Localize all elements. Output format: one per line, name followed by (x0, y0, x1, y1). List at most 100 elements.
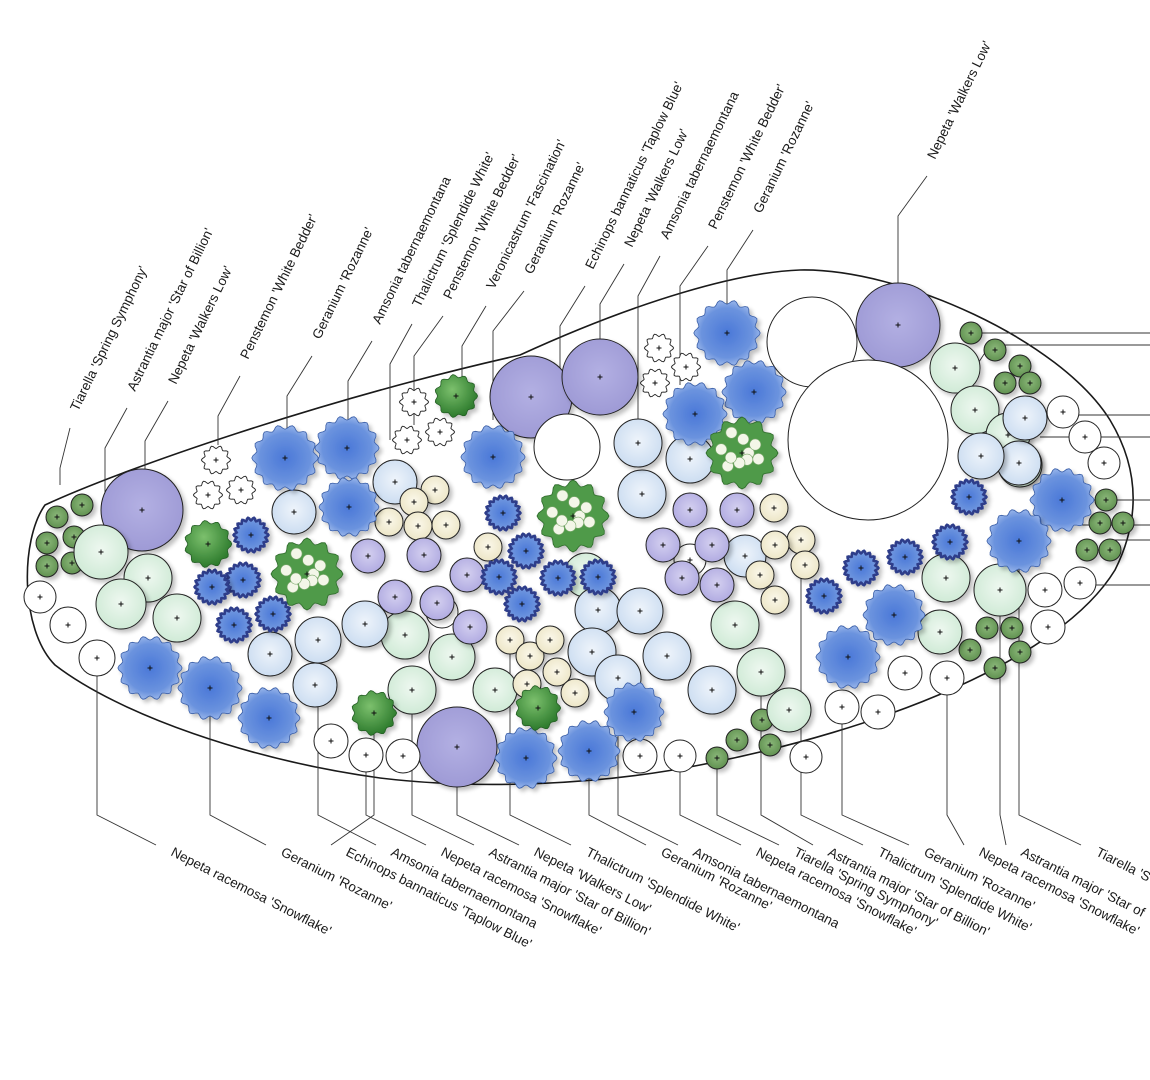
plant-astrantia (917, 609, 963, 655)
plant-tiarella (958, 638, 982, 662)
plant-amsonia (613, 418, 663, 468)
plant-penstemon (931, 523, 969, 561)
plant-tiarella (1008, 354, 1032, 378)
plant-amsonia (294, 616, 342, 664)
plant-tiarella (758, 733, 782, 757)
leader-line (365, 755, 427, 846)
plant-amsonia (957, 432, 1005, 480)
plant-thalictrum (760, 585, 790, 615)
plant-thalictrum (745, 560, 775, 590)
plant-label-bottom: Tiarella 'S (1094, 844, 1150, 884)
plant-astrantia (73, 524, 129, 580)
leader-line (726, 229, 754, 320)
plant-thalictrum (535, 625, 565, 655)
plant-penstemon (886, 538, 924, 576)
plant-penstemon (539, 559, 577, 597)
plant-amsonia (1002, 395, 1048, 441)
plant-amsonia (292, 662, 338, 708)
plant-amsonia (642, 631, 692, 681)
plant-astrantia (736, 647, 786, 697)
plant-astrantia (929, 342, 981, 394)
plant-thalictrum (542, 657, 572, 687)
plant-astrantia (387, 665, 437, 715)
leader-line (800, 540, 864, 846)
plant-tiarella (1111, 511, 1135, 535)
plant-tiarella (975, 616, 999, 640)
plant-penstemon (232, 516, 270, 554)
leader-line (946, 678, 965, 846)
plant-snowflake (1030, 609, 1066, 645)
plant-geranium (177, 656, 243, 720)
plant-hole (787, 359, 949, 521)
plant-echinops (515, 685, 562, 731)
leader-line (411, 690, 475, 846)
plant-penstemon (484, 494, 522, 532)
plant-thalictrum (560, 678, 590, 708)
plant-echinops (434, 374, 479, 418)
plant-thalictrum (759, 493, 789, 523)
leader-line (347, 340, 373, 430)
plant-veron (419, 585, 455, 621)
plant-thalictrum (515, 641, 545, 671)
plant-penstemon (950, 478, 988, 516)
leader-line (389, 323, 413, 440)
plant-veron (699, 567, 735, 603)
plant-astrantia (380, 610, 430, 660)
plant-geranium (815, 625, 881, 689)
plant-veronicastrum (705, 416, 779, 490)
plant-whitebedder (670, 352, 702, 382)
plant-geranium (318, 477, 380, 537)
plant-snowflake (622, 738, 658, 774)
plant-snowflake (663, 739, 697, 773)
plant-veron (672, 492, 708, 528)
plant-snowflake (824, 689, 860, 725)
plant-amsonia (687, 665, 737, 715)
leader-line (679, 756, 742, 846)
plant-thalictrum (760, 530, 790, 560)
plant-amsonia (271, 489, 317, 535)
plant-whitebedder (391, 425, 423, 455)
plant-penstemon (507, 532, 545, 570)
plant-label-top: Nepeta 'Walkers Low' (924, 39, 994, 162)
plant-veronicastrum (536, 479, 610, 553)
leader-line (317, 685, 377, 846)
plant-astrantia (428, 633, 476, 681)
plant-tiarella (959, 321, 983, 345)
plant-astrantia (766, 687, 812, 733)
plant-whitebedder (639, 368, 671, 398)
leader-line (217, 375, 241, 445)
plant-amsonia (574, 586, 622, 634)
plant-astrantia (152, 593, 202, 643)
plant-nepeta (855, 282, 941, 368)
plant-snowflake (860, 694, 896, 730)
plant-amsonia (616, 587, 664, 635)
plant-amsonia (617, 469, 667, 519)
plant-veron (694, 527, 730, 563)
plant-veron (645, 527, 681, 563)
plant-thalictrum (374, 507, 404, 537)
plant-snowflake (929, 660, 965, 696)
plant-tiarella (725, 728, 749, 752)
plant-geranium (721, 360, 787, 424)
plant-snowflake (1087, 446, 1121, 480)
plant-thalictrum (790, 550, 820, 580)
plant-thalictrum (495, 625, 525, 655)
plant-veron (664, 560, 700, 596)
plant-amsonia (996, 440, 1042, 486)
plant-geranium (693, 300, 761, 366)
leader-line (716, 758, 780, 846)
plant-geranium (862, 584, 926, 646)
plant-whitebedder (398, 387, 430, 417)
leader-line (679, 245, 709, 385)
plant-geranium (1029, 468, 1095, 532)
plant-symbols (23, 282, 1135, 789)
leader-line (286, 355, 313, 430)
plant-tiarella (1075, 538, 1099, 562)
plant-penstemon (503, 585, 541, 623)
plant-snowflake (78, 639, 116, 677)
plant-snowflake (313, 723, 349, 759)
plant-tiarella (705, 746, 729, 770)
plant-snowflake (1068, 420, 1102, 454)
plant-geranium (117, 636, 183, 700)
plant-penstemon (805, 577, 843, 615)
